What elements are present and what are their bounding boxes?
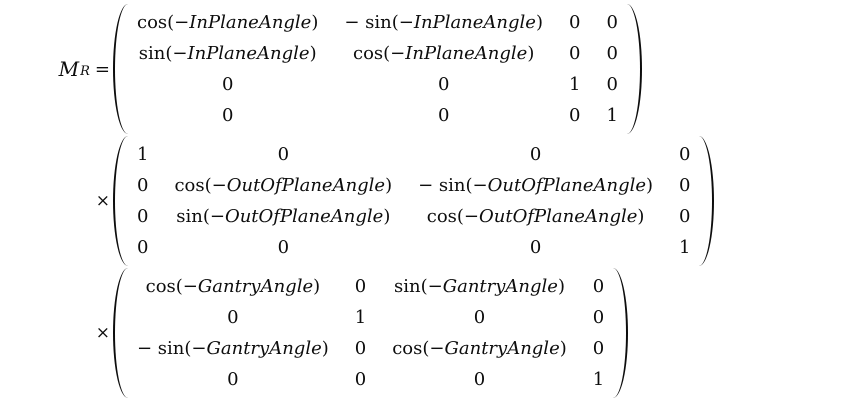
matrix-cell: 1 — [606, 105, 618, 126]
matrix-cell: 1 — [679, 237, 691, 258]
matrix-cell: 1 — [592, 369, 605, 390]
matrix-cell: 0 — [529, 144, 542, 165]
matrix-gantry-rotation: cos(−GantryAngle) 0 sin(−GantryAngle) 0 0 1 0 0… — [113, 268, 629, 398]
variable-name: OutOfPlaneAngle — [224, 206, 384, 227]
times-operator: × — [0, 191, 113, 211]
matrix-cell: 0 — [277, 237, 290, 258]
matrix-cell: sin(−GantryAngle) — [394, 276, 565, 297]
variable-name: InPlaneAngle — [187, 43, 310, 64]
matrix-cell: − sin(−GantryAngle) — [137, 338, 329, 359]
matrix-cell: 0 — [437, 105, 450, 126]
matrix-right-paren — [627, 4, 642, 134]
matrix-left-paren — [113, 136, 128, 266]
equation-line-2: × 1 0 0 0 0 cos(−OutOfPlaneAngle) − sin(−OutOf… — [0, 136, 715, 266]
variable-name: OutOfPlaneAngle — [479, 206, 638, 227]
matrix-cell: 0 — [679, 206, 691, 227]
variable-name: InPlaneAngle — [189, 12, 312, 33]
matrix-cell: 0 — [592, 276, 605, 297]
matrix-cell: sin(−OutOfPlaneAngle) — [176, 206, 391, 227]
matrix-cell: 0 — [568, 105, 581, 126]
matrix-cell: 0 — [529, 237, 542, 258]
matrix-cell: 0 — [354, 276, 367, 297]
matrix-cell: cos(−InPlaneAngle) — [352, 43, 535, 64]
equals-sign: = — [94, 58, 110, 80]
variable-name: GantryAngle — [442, 276, 558, 297]
variable-name: InPlaneAngle — [413, 12, 536, 33]
matrix-subscript: R — [80, 64, 90, 79]
matrix-cell: 0 — [606, 74, 618, 95]
matrix-cell: − sin(−InPlaneAngle) — [344, 12, 543, 33]
matrix-cell: 0 — [221, 74, 234, 95]
matrix-grid: cos(−InPlaneAngle) − sin(−InPlaneAngle) 0 0… — [128, 4, 627, 134]
multiplication-sign: × — [95, 191, 110, 211]
equation-line-1: M R = cos(−InPlaneAngle) − sin(−InPlaneAn… — [0, 4, 714, 134]
matrix-cell: 0 — [437, 74, 450, 95]
matrix-cell: cos(−OutOfPlaneAngle) — [426, 206, 645, 227]
matrix-cell: 1 — [354, 307, 367, 328]
matrix-cell: cos(−GantryAngle) — [145, 276, 321, 297]
variable-name: InPlaneAngle — [405, 43, 528, 64]
matrix-grid: 1 0 0 0 0 cos(−OutOfPlaneAngle) − sin(−OutOfPl… — [128, 136, 699, 266]
variable-name: OutOfPlaneAngle — [487, 175, 646, 196]
matrix-cell: cos(−OutOfPlaneAngle) — [174, 175, 393, 196]
matrix-cell: 0 — [606, 43, 618, 64]
matrix-cell: − sin(−OutOfPlaneAngle) — [418, 175, 654, 196]
matrix-cell: 0 — [137, 206, 149, 227]
matrix-left-paren — [113, 4, 128, 134]
matrix-cell: 0 — [227, 369, 239, 390]
lhs-label: M R = — [0, 57, 113, 81]
matrix-right-paren — [699, 136, 715, 266]
matrix-cell: 0 — [592, 338, 605, 359]
variable-name: GantryAngle — [444, 338, 560, 359]
matrix-cell: 0 — [473, 307, 486, 328]
matrix-cell: 0 — [354, 338, 367, 359]
times-operator: × — [0, 323, 113, 343]
matrix-out-of-plane-rotation: 1 0 0 0 0 cos(−OutOfPlaneAngle) − sin(−OutOfPl… — [113, 136, 715, 266]
matrix-symbol: M — [58, 57, 80, 81]
matrix-left-paren — [113, 268, 128, 398]
matrix-cell: 0 — [354, 369, 367, 390]
variable-name: OutOfPlaneAngle — [226, 175, 386, 196]
matrix-cell: 0 — [679, 144, 691, 165]
rotation-matrix-equation: M R = cos(−InPlaneAngle) − sin(−InPlaneAn… — [0, 4, 715, 400]
multiplication-sign: × — [95, 323, 110, 343]
matrix-cell: 0 — [137, 175, 149, 196]
matrix-cell: 0 — [137, 237, 149, 258]
matrix-cell: 0 — [221, 105, 234, 126]
matrix-cell: cos(−InPlaneAngle) — [137, 12, 319, 33]
variable-name: GantryAngle — [206, 338, 322, 359]
matrix-in-plane-rotation: cos(−InPlaneAngle) − sin(−InPlaneAngle) 0 0… — [113, 4, 642, 134]
matrix-cell: 0 — [227, 307, 239, 328]
matrix-cell: 0 — [568, 43, 581, 64]
variable-name: GantryAngle — [197, 276, 314, 297]
matrix-cell: 0 — [606, 12, 618, 33]
matrix-cell: 0 — [679, 175, 691, 196]
matrix-cell: 0 — [568, 12, 581, 33]
matrix-cell: 0 — [592, 307, 605, 328]
matrix-cell: 0 — [473, 369, 486, 390]
matrix-right-paren — [613, 268, 629, 398]
matrix-cell: cos(−GantryAngle) — [392, 338, 567, 359]
matrix-grid: cos(−GantryAngle) 0 sin(−GantryAngle) 0 0 1 0 0… — [128, 268, 613, 398]
equation-line-3: × cos(−GantryAngle) 0 sin(−GantryAngle) 0 0 1… — [0, 268, 714, 398]
matrix-cell: 1 — [568, 74, 581, 95]
matrix-cell: 0 — [277, 144, 290, 165]
matrix-cell: sin(−InPlaneAngle) — [138, 43, 317, 64]
matrix-cell: 1 — [137, 144, 149, 165]
